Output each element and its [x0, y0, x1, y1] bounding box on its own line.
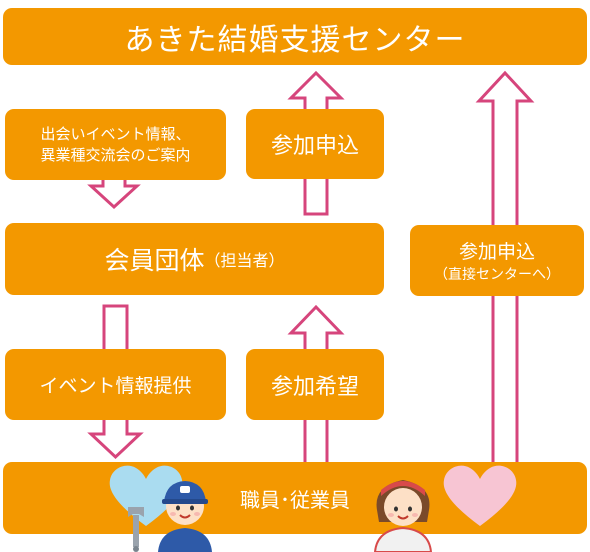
member-group-name: 会員団体 [104, 246, 205, 275]
event-info-box: イベント情報提供 [5, 349, 226, 420]
event-guide-box: 出会いイベント情報、 異業種交流会のご案内 [5, 109, 226, 180]
apply-top-label: 参加申込 [270, 134, 359, 159]
female-worker-icon [373, 480, 433, 552]
employees-label: 職員･従業員 [240, 487, 350, 512]
hope-box: 参加希望 [246, 349, 384, 420]
apply-box-top: 参加申込 [246, 109, 384, 179]
pink-heart-icon [443, 465, 517, 526]
support-center-title: あきた結婚支援センター [124, 22, 466, 58]
direct-apply-label: 参加申込 [458, 241, 535, 263]
support-center-box: あきた結婚支援センター [3, 8, 587, 65]
member-group-box: 会員団体（担当者） [5, 223, 384, 295]
male-worker-icon [158, 481, 212, 552]
wrench-icon [128, 507, 144, 552]
direct-apply-note: （直接センターへ） [434, 267, 560, 283]
event-guide-line1: 出会いイベント情報、 [40, 125, 191, 144]
event-info-label: イベント情報提供 [39, 375, 192, 397]
member-group-note: （担当者） [204, 251, 285, 270]
direct-apply-box: 参加申込 （直接センターへ） [410, 225, 584, 296]
blue-heart-icon [109, 465, 183, 526]
event-guide-line2: 異業種交流会のご案内 [40, 145, 191, 164]
hope-label: 参加希望 [270, 374, 359, 400]
